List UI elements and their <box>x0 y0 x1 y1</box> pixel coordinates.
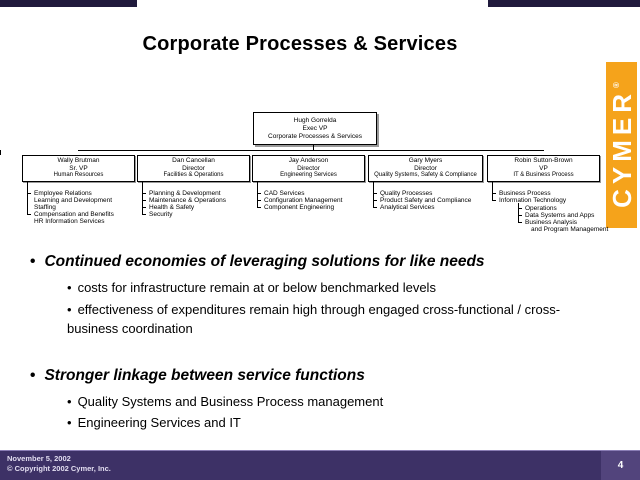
org-list-item: Analytical Services <box>373 204 483 211</box>
org-root-title: Exec VP <box>302 124 328 132</box>
bullet-group: Stronger linkage between service functio… <box>30 367 608 433</box>
org-list-item: Information Technology <box>492 197 600 204</box>
org-node-department: Quality Systems, Safety & Compliance <box>374 172 477 179</box>
footer-copyright: © Copyright 2002 Cymer, Inc. <box>7 464 111 473</box>
bullet-sub-item: effectiveness of expenditures remain hig… <box>67 300 608 339</box>
org-list-item: Health & Safety <box>142 204 250 211</box>
bullet-group: Continued economies of leveraging soluti… <box>30 253 608 339</box>
org-list-item: Learning and Development <box>34 197 113 204</box>
org-list-item: Security <box>142 211 250 218</box>
cymer-logo-text: CYMER® <box>606 82 637 208</box>
org-sublist-item: Business Analysis <box>518 219 600 226</box>
org-list-bracket-line <box>373 182 374 208</box>
bullet-sub-item: Quality Systems and Business Process man… <box>67 392 608 412</box>
org-node-name: Dan Cancellan <box>172 157 215 165</box>
bullet-heading: Continued economies of leveraging soluti… <box>30 253 608 271</box>
org-list-item: Employee Relations <box>27 190 135 197</box>
org-node-department: Human Resources <box>53 172 104 179</box>
org-list-item: Product Safety and Compliance <box>373 197 483 204</box>
org-list-bracket-line <box>142 182 143 215</box>
org-node-name: Wally Brutman <box>57 157 100 165</box>
org-list-bracket-line <box>257 182 258 208</box>
registered-trademark-mark: ® <box>611 82 621 88</box>
org-list-item: Staffing <box>34 204 56 211</box>
org-list-item: Planning & Development <box>142 190 250 197</box>
page-number: 4 <box>617 460 624 471</box>
org-list-item: HR Information Services <box>34 218 105 225</box>
org-root-box: Hugh Gorrelda Exec VP Corporate Processe… <box>253 112 377 145</box>
bullet-heading: Stronger linkage between service functio… <box>30 367 608 385</box>
org-node-department: Engineering Services <box>280 172 337 179</box>
cymer-logo: CYMER® <box>606 62 637 228</box>
org-list-item: Compensation and Benefits <box>27 211 135 218</box>
org-node-name: Robin Sutton-Brown <box>514 157 573 165</box>
org-sublist-item: and Program Management <box>531 226 609 233</box>
bullet-list: Continued economies of leveraging soluti… <box>30 253 608 435</box>
org-sublist-item: Operations <box>518 205 600 212</box>
top-right-bar <box>488 0 640 7</box>
org-list-item: Quality Processes <box>373 190 483 197</box>
org-list-item: Configuration Management <box>257 197 365 204</box>
org-node-title: VP <box>539 164 548 172</box>
footer-date: November 5, 2002 <box>7 454 71 463</box>
org-node-department: Facilities & Operations <box>163 172 224 179</box>
org-node-name: Gary Myers <box>408 157 443 165</box>
org-connector-vertical <box>313 144 314 150</box>
org-list-item: Maintenance & Operations <box>142 197 250 204</box>
org-connector-stub <box>0 150 1 155</box>
cymer-wordmark: CYMER <box>606 89 637 208</box>
bullet-sub-item: Engineering Services and IT <box>67 413 608 433</box>
org-list-item: CAD Services <box>257 190 365 197</box>
page-title: Corporate Processes & Services <box>142 33 458 55</box>
org-node-name: Jay Anderson <box>288 157 329 165</box>
org-node-department: IT & Business Process <box>513 172 574 179</box>
footer-bar: November 5, 2002 © Copyright 2002 Cymer,… <box>0 450 640 480</box>
org-node-title: Director <box>182 164 205 172</box>
org-connector-horizontal <box>78 150 544 151</box>
org-list-bracket-line <box>492 182 493 201</box>
org-root-name: Hugh Gorrelda <box>293 116 337 124</box>
org-sublist-bracket-line <box>518 203 519 223</box>
org-node-title: Director <box>414 164 437 172</box>
org-node-title: Director <box>297 164 320 172</box>
org-list-item: Component Engineering <box>257 204 365 211</box>
org-list-bracket-line <box>27 182 28 215</box>
org-node-title: Sr. VP <box>69 164 88 172</box>
org-root-department: Corporate Processes & Services <box>268 132 362 140</box>
bullet-sub-item: costs for infrastructure remain at or be… <box>67 278 608 298</box>
org-list-item: Business Process <box>492 190 600 197</box>
page-number-box: 4 <box>601 451 640 480</box>
top-left-bar <box>0 0 137 7</box>
org-sublist-item: Data Systems and Apps <box>518 212 600 219</box>
